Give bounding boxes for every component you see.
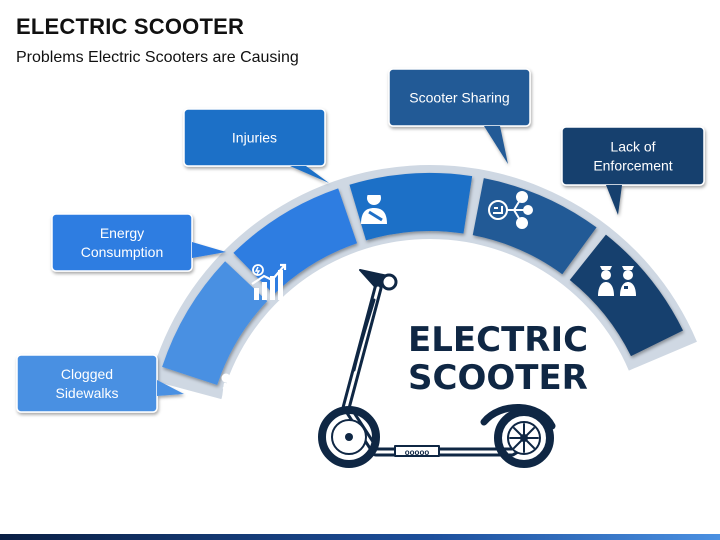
front-wheel	[318, 406, 380, 468]
callout-pointer	[290, 166, 329, 183]
arc-segment-clogged-sidewalks	[162, 261, 268, 386]
bottom-accent-bar	[0, 534, 720, 540]
callout-box	[16, 354, 158, 413]
segment-icons	[208, 191, 636, 421]
callout-injuries: Injuries	[183, 108, 329, 183]
callout-label: Lack of	[610, 139, 655, 155]
rear-wheel	[494, 408, 554, 468]
injured-person-icon	[361, 191, 387, 224]
callout-box	[561, 126, 705, 186]
energy-growth-chart-icon	[251, 263, 287, 300]
callout-pointer	[606, 185, 622, 215]
callout-pointer	[484, 126, 508, 164]
callout-box	[183, 108, 326, 167]
page-title: ELECTRIC SCOOTER	[16, 14, 245, 39]
callout-label: Injuries	[232, 130, 277, 146]
scooter-illustration: ooooo	[318, 269, 556, 468]
callout-label: Enforcement	[593, 158, 672, 174]
callout-scooter-sharing: Scooter Sharing	[388, 68, 531, 164]
arc-segment-energy-consumption	[233, 188, 358, 295]
center-title-line2: SCOOTER	[408, 358, 588, 398]
callout-pointer	[192, 242, 226, 258]
callout-label: Consumption	[81, 244, 164, 260]
callout-pointer	[157, 380, 184, 396]
callout-box	[51, 213, 193, 272]
svg-text:ooooo: ooooo	[405, 448, 430, 457]
callout-label: Scooter Sharing	[409, 90, 509, 106]
arc-segment-injuries	[349, 173, 473, 241]
page-subtitle: Problems Electric Scooters are Causing	[16, 49, 299, 66]
sharing-network-icon	[488, 191, 533, 229]
scooter-rider-icon	[208, 373, 242, 421]
callout-box	[388, 68, 531, 127]
callout-label: Clogged	[61, 366, 113, 382]
callout-label: Energy	[100, 225, 144, 241]
center-title-line1: ELECTRIC	[408, 320, 588, 360]
callout-lack-of-enforcement: Lack of Enforcement	[561, 126, 705, 215]
police-officers-icon	[598, 266, 636, 296]
callout-label: Sidewalks	[55, 385, 118, 401]
